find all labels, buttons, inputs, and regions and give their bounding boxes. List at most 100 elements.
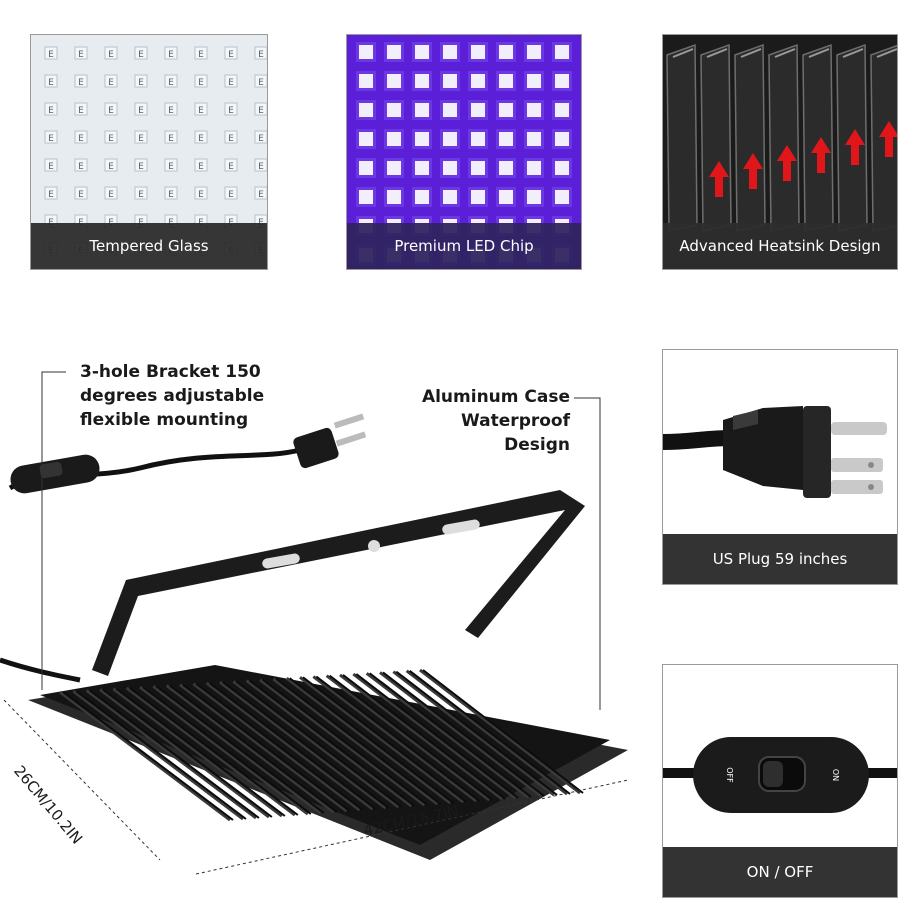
svg-text:E: E	[78, 50, 84, 60]
glass-led-cell: E	[104, 130, 118, 144]
uv-led-chip	[555, 132, 569, 146]
svg-text:E: E	[168, 78, 174, 88]
svg-text:E: E	[168, 162, 174, 172]
heatsink-fin	[768, 43, 800, 232]
uv-led-chip	[443, 190, 457, 204]
uv-led-chip	[359, 103, 373, 117]
uv-led-chip	[359, 132, 373, 146]
svg-text:E: E	[138, 106, 144, 116]
switch-label: ON / OFF	[746, 863, 814, 881]
bracket-callout-line-2: degrees adjustable	[80, 386, 265, 406]
glass-led-cell: E	[134, 74, 148, 88]
uv-led-chip	[499, 161, 513, 175]
switch-off-mark: OFF	[725, 767, 734, 783]
uv-led-chip	[387, 74, 401, 88]
airflow-arrow-icon	[879, 121, 897, 157]
led-chip-panel: Premium LED Chip	[346, 34, 582, 270]
svg-text:E: E	[78, 190, 84, 200]
svg-text:E: E	[198, 78, 204, 88]
flood-light-product	[0, 371, 629, 875]
svg-text:E: E	[258, 50, 264, 60]
svg-text:E: E	[108, 106, 114, 116]
glass-led-cell: E	[134, 102, 148, 116]
switch-caption: ON / OFF	[663, 847, 897, 897]
glass-led-cell: E	[164, 186, 178, 200]
glass-led-cell: E	[224, 130, 238, 144]
svg-text:E: E	[108, 190, 114, 200]
svg-text:E: E	[258, 78, 264, 88]
svg-text:E: E	[258, 162, 264, 172]
glass-led-cell: E	[194, 74, 208, 88]
glass-led-cell: E	[224, 158, 238, 172]
svg-text:E: E	[168, 134, 174, 144]
glass-led-cell: E	[74, 186, 88, 200]
uv-led-chip	[499, 45, 513, 59]
svg-text:E: E	[138, 162, 144, 172]
heatsink-fin	[734, 43, 766, 232]
glass-led-cell: E	[254, 46, 267, 60]
glass-led-cell: E	[254, 74, 267, 88]
glass-led-cell: E	[74, 102, 88, 116]
glass-led-cell: E	[104, 102, 118, 116]
heatsink-fin	[870, 44, 897, 232]
heatsink-label: Advanced Heatsink Design	[679, 237, 881, 255]
glass-led-cell: E	[104, 158, 118, 172]
svg-text:E: E	[258, 190, 264, 200]
svg-text:E: E	[138, 50, 144, 60]
us-plug-label: US Plug 59 inches	[712, 550, 848, 568]
glass-led-cell: E	[254, 186, 267, 200]
glass-led-cell: E	[194, 186, 208, 200]
svg-text:E: E	[168, 190, 174, 200]
svg-text:E: E	[78, 134, 84, 144]
uv-led-chip	[359, 190, 373, 204]
case-callout-line-2: Waterproof Design	[461, 411, 570, 455]
glass-led-cell: E	[194, 46, 208, 60]
led-chip-label: Premium LED Chip	[394, 237, 534, 255]
uv-led-chip	[471, 132, 485, 146]
svg-text:E: E	[48, 78, 54, 88]
svg-text:E: E	[108, 134, 114, 144]
glass-led-cell: E	[74, 74, 88, 88]
inline-switch-icon: OFF ON	[663, 737, 897, 813]
heatsink-caption: Advanced Heatsink Design	[663, 223, 897, 269]
glass-led-cell: E	[194, 130, 208, 144]
svg-text:E: E	[168, 50, 174, 60]
uv-led-chip	[555, 74, 569, 88]
case-callout-line-1: Aluminum Case	[421, 387, 570, 407]
svg-text:E: E	[198, 162, 204, 172]
svg-text:E: E	[48, 106, 54, 116]
bracket-callout: 3-hole Bracket 150 degrees adjustable fl…	[80, 360, 264, 432]
glass-led-cell: E	[134, 46, 148, 60]
glass-led-cell: E	[164, 130, 178, 144]
svg-text:E: E	[138, 134, 144, 144]
svg-text:E: E	[258, 134, 264, 144]
svg-text:E: E	[198, 134, 204, 144]
uv-led-chip	[387, 190, 401, 204]
uv-led-chip	[359, 161, 373, 175]
svg-text:E: E	[48, 50, 54, 60]
airflow-arrow-icon	[811, 137, 831, 173]
svg-text:E: E	[108, 50, 114, 60]
uv-led-chip	[443, 74, 457, 88]
uv-led-chip	[443, 132, 457, 146]
glass-led-cell: E	[164, 46, 178, 60]
uv-led-chip	[499, 103, 513, 117]
us-plug-panel: US Plug 59 inches	[662, 349, 898, 585]
airflow-arrow-icon	[845, 129, 865, 165]
uv-led-chip	[359, 45, 373, 59]
svg-text:E: E	[78, 106, 84, 116]
heatsink-panel: Advanced Heatsink Design	[662, 34, 898, 270]
glass-led-cell: E	[164, 102, 178, 116]
uv-led-chip	[471, 74, 485, 88]
uv-led-chip	[359, 74, 373, 88]
switch-on-mark: ON	[831, 769, 840, 781]
uv-led-chip	[415, 190, 429, 204]
uv-led-chip	[527, 190, 541, 204]
svg-text:E: E	[228, 50, 234, 60]
svg-text:E: E	[108, 162, 114, 172]
bracket-callout-line-3: flexible mounting	[80, 410, 249, 430]
svg-text:E: E	[168, 106, 174, 116]
cord-plug-icon	[293, 413, 367, 469]
svg-text:E: E	[228, 106, 234, 116]
